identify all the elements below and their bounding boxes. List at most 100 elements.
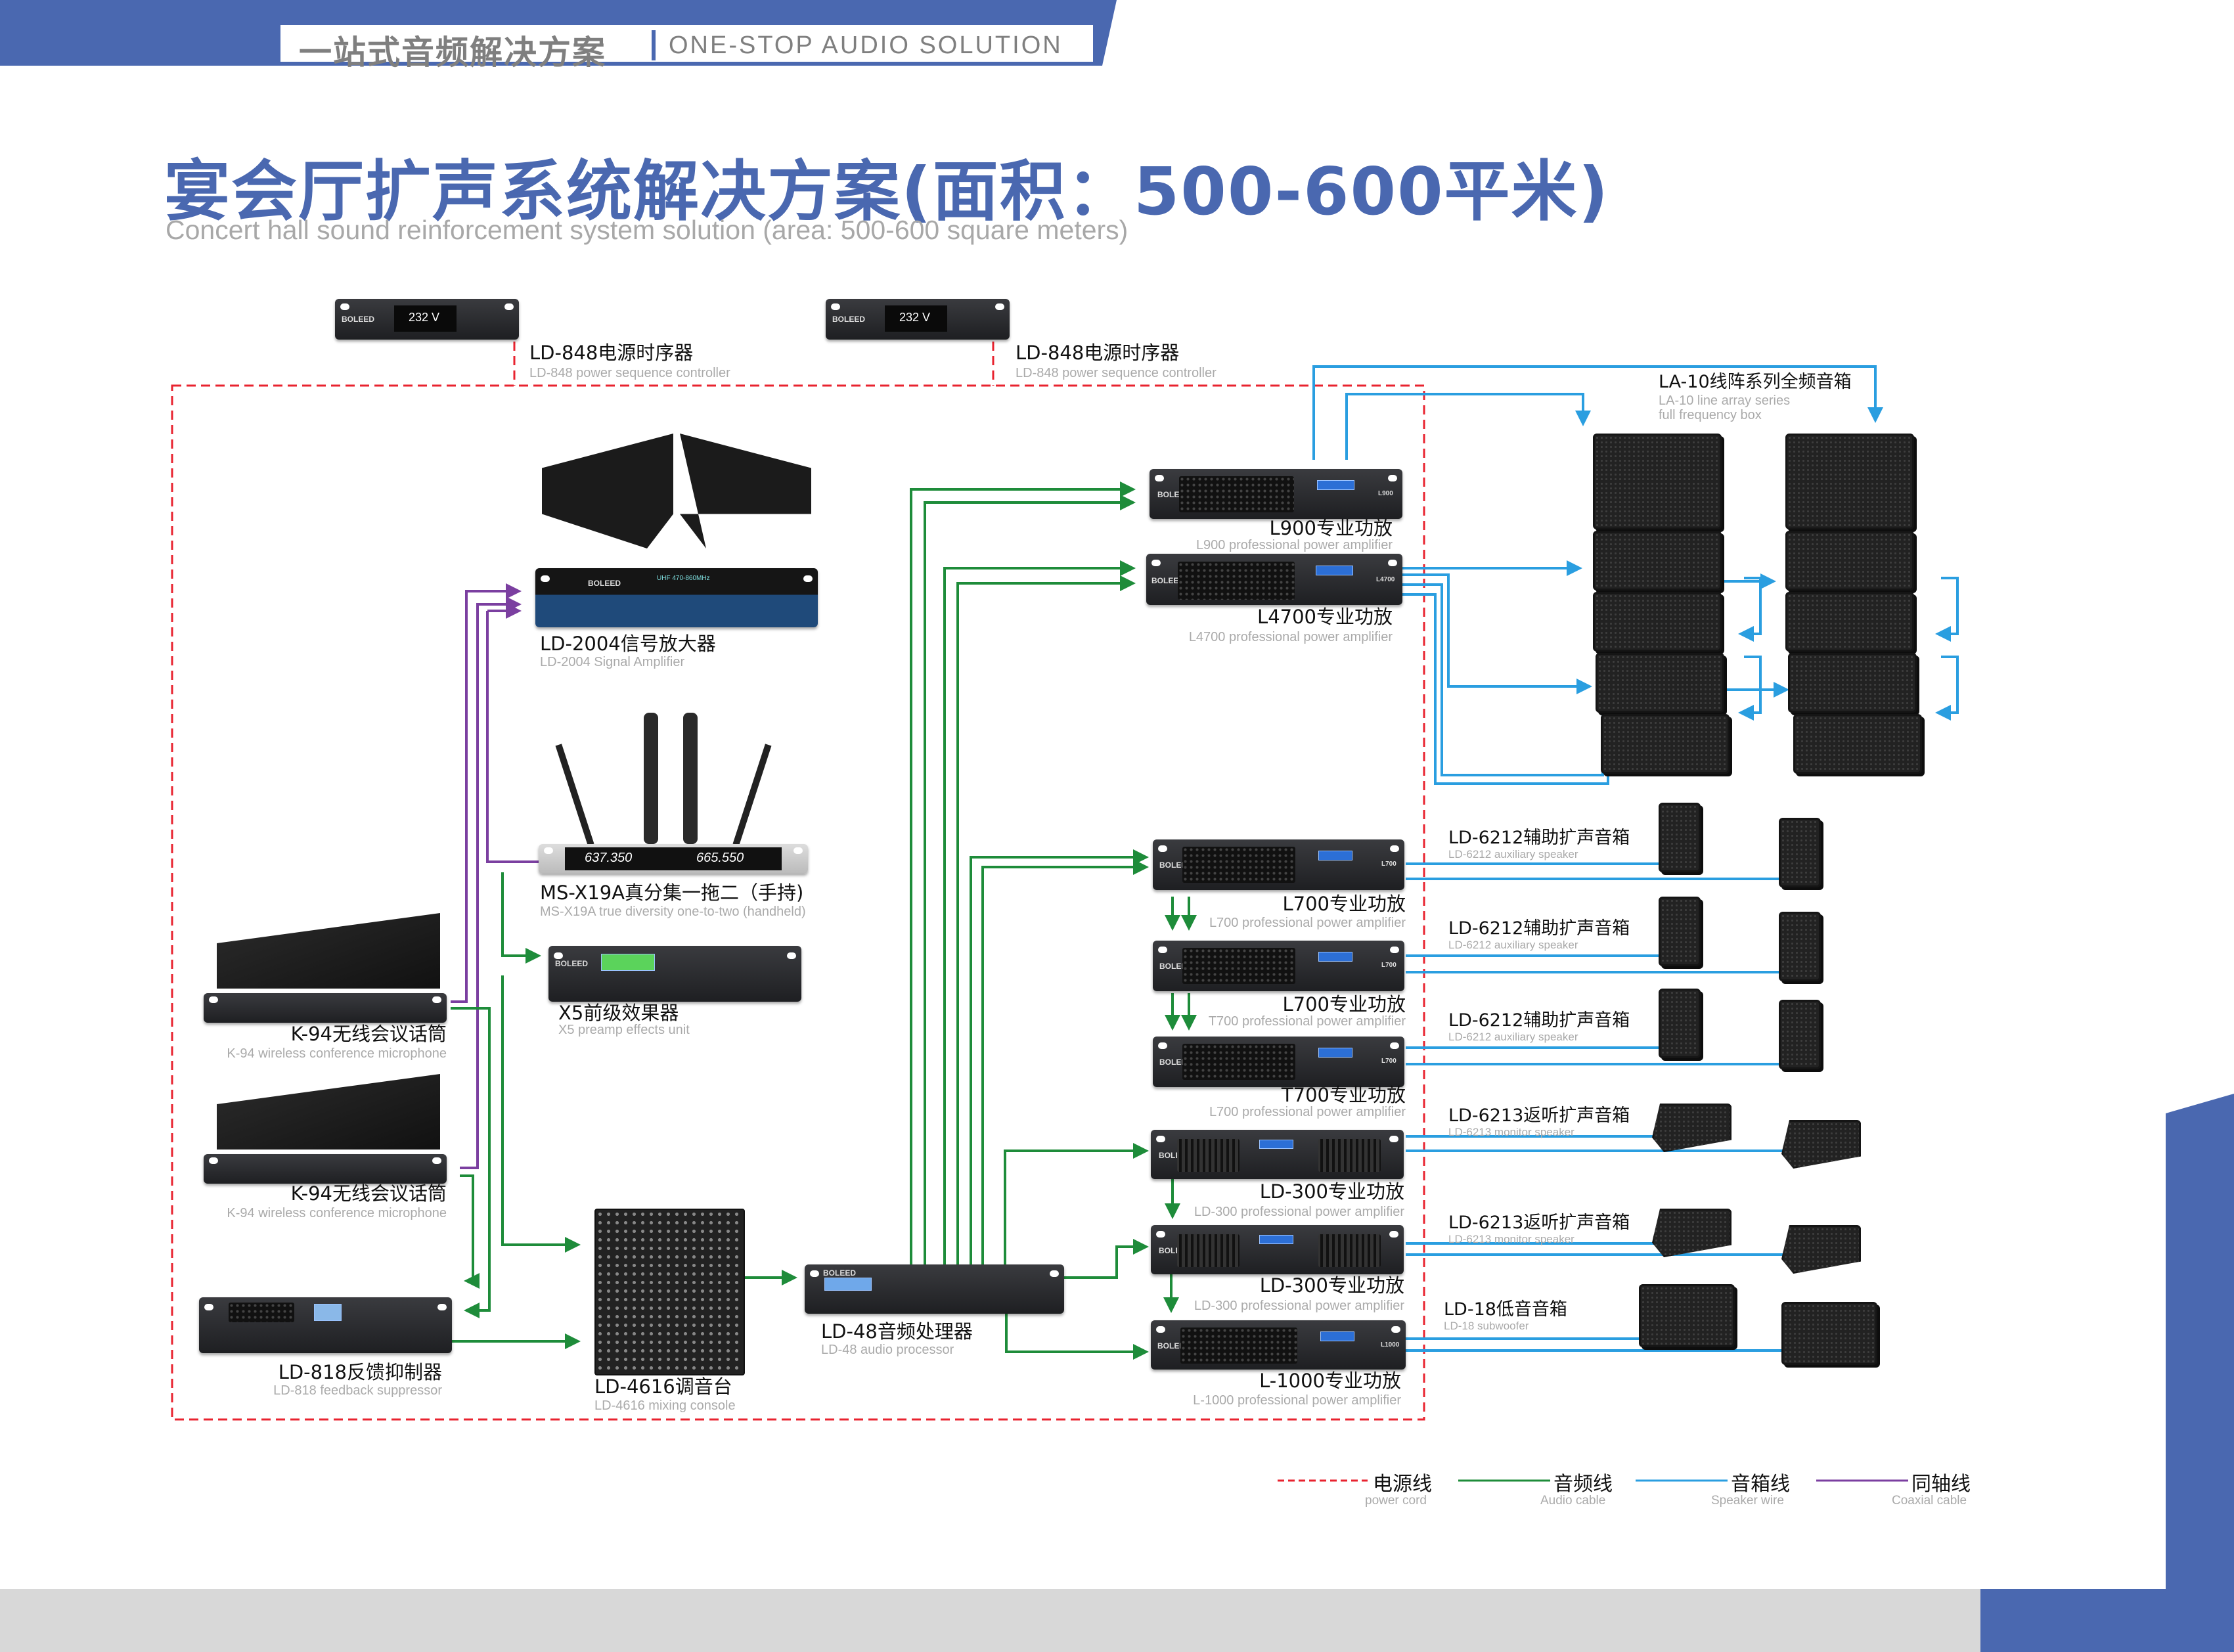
t700-label: T700专业功放 xyxy=(1281,1084,1406,1106)
wireless-label: MS-X19A真分集一拖二（手持) xyxy=(540,882,804,904)
sub-label-en: LD-18 subwoofer xyxy=(1444,1320,1529,1332)
line-array-cabinet xyxy=(1601,714,1730,774)
line-array-cabinet xyxy=(1593,592,1722,652)
footer-accent xyxy=(1980,1589,2234,1652)
la10-label: LA-10线阵系列全频音箱 xyxy=(1659,372,1852,392)
legend-coaxial-cable: 同轴线 xyxy=(1911,1473,1971,1496)
l1000-device: BOLEED L1000 xyxy=(1151,1320,1406,1370)
handheld-mic-icon xyxy=(644,713,658,844)
page-title: 宴会厅扩声系统解决方案(面积：500-600平米) xyxy=(164,153,1610,230)
k94b-device xyxy=(204,1154,447,1184)
header-divider xyxy=(652,30,656,60)
ld818-label-en: LD-818 feedback suppressor xyxy=(273,1383,442,1398)
aux-speaker xyxy=(1659,803,1701,872)
la10-left-array xyxy=(1593,434,1730,774)
mon1-label: LD-6213返听扩声音箱 xyxy=(1448,1105,1630,1126)
seq1-voltage: 232 V xyxy=(409,311,440,324)
seq1-label-en: LD-848 power sequence controller xyxy=(529,366,730,380)
aux2-label: LD-6212辅助扩声音箱 xyxy=(1448,918,1630,939)
line-array-cabinet xyxy=(1593,531,1722,591)
line-array-cabinet xyxy=(1785,434,1914,529)
ld300a-device: BOLEED xyxy=(1151,1130,1404,1179)
k94b-label-en: K-94 wireless conference microphone xyxy=(227,1206,447,1220)
wireless-label-en: MS-X19A true diversity one-to-two (handh… xyxy=(540,904,806,919)
legend-audio-cable: 音频线 xyxy=(1553,1473,1613,1496)
k94b-label: K-94无线会议话筒 xyxy=(290,1182,447,1205)
aux-speaker xyxy=(1659,897,1701,966)
line-array-cabinet xyxy=(1785,531,1914,591)
legend-power-cord: 电源线 xyxy=(1373,1473,1432,1496)
sigamp-device: BOLEED UHF 470-860MHz xyxy=(535,568,818,627)
legend-audio-cable-en: Audio cable xyxy=(1540,1494,1606,1507)
header-tagline-en: ONE-STOP AUDIO SOLUTION xyxy=(669,32,1063,59)
legend-speaker-wire: 音箱线 xyxy=(1731,1473,1790,1496)
decor-right-band xyxy=(2166,1094,2234,1593)
dsp-label-en: LD-48 audio processor xyxy=(821,1343,954,1357)
legend-power-cord-en: power cord xyxy=(1365,1494,1427,1507)
seq1-device: BOLEED 232 V xyxy=(335,299,519,340)
aux-speaker xyxy=(1779,1000,1821,1069)
k94a-device xyxy=(204,993,447,1023)
dsp-device: BOLEED xyxy=(805,1264,1064,1314)
audio-cable-lines xyxy=(447,481,1197,1360)
l700a-device: BOLEED L700 xyxy=(1153,839,1404,890)
aux3-label-en: LD-6212 auxiliary speaker xyxy=(1448,1031,1578,1043)
dsp-label: LD-48音频处理器 xyxy=(821,1320,973,1343)
handheld-mic-icon xyxy=(683,713,698,844)
l700a-label: L700专业功放 xyxy=(1282,893,1406,915)
x5-label: X5前级效果器 xyxy=(558,1002,679,1024)
seq1-label: LD-848电源时序器 xyxy=(529,342,694,364)
page-subtitle: Concert hall sound reinforcement system … xyxy=(166,215,1128,245)
la10-right-array xyxy=(1785,434,1922,774)
aux3-label: LD-6212辅助扩声音箱 xyxy=(1448,1010,1630,1031)
ld300a-label-en: LD-300 professional power amplifier xyxy=(1194,1205,1404,1219)
l700b-label-en: T700 professional power amplifier xyxy=(1208,1014,1406,1029)
sigamp-label-en: LD-2004 Signal Amplifier xyxy=(540,655,685,669)
l4700-device: BOLEED L4700 xyxy=(1146,554,1402,605)
coaxial-lines xyxy=(451,583,545,1169)
footer-band xyxy=(0,1589,1980,1652)
aux1-label-en: LD-6212 auxiliary speaker xyxy=(1448,848,1578,860)
subwoofer xyxy=(1781,1302,1877,1365)
mon2-label: LD-6213返听扩声音箱 xyxy=(1448,1213,1630,1233)
header-box xyxy=(280,25,1093,62)
ld818-label: LD-818反馈抑制器 xyxy=(278,1361,442,1383)
aux2-label-en: LD-6212 auxiliary speaker xyxy=(1448,939,1578,951)
ld300a-label: LD-300专业功放 xyxy=(1259,1180,1404,1203)
mon1-label-en: LD-6213 monitor speaker xyxy=(1448,1126,1575,1138)
aux-speaker xyxy=(1779,818,1821,887)
t700-device: BOLEED L700 xyxy=(1153,1037,1404,1087)
l900-device: BOLEED L900 xyxy=(1150,469,1402,519)
mixer-label: LD-4616调音台 xyxy=(594,1375,732,1398)
ld818-device xyxy=(199,1297,452,1353)
mon2-label-en: LD-6213 monitor speaker xyxy=(1448,1233,1575,1245)
k94a-label: K-94无线会议话筒 xyxy=(290,1023,447,1045)
l4700-label: L4700专业功放 xyxy=(1257,606,1393,628)
legend-coaxial-cable-en: Coaxial cable xyxy=(1892,1494,1967,1507)
power-cord-lines xyxy=(171,342,1425,1421)
aux-speaker xyxy=(1779,912,1821,981)
ld300b-label: LD-300专业功放 xyxy=(1259,1274,1404,1297)
header-tagline-cn: 一站式音频解决方案 xyxy=(299,33,606,72)
ld300b-device: BOLEED xyxy=(1151,1225,1404,1274)
aux1-label: LD-6212辅助扩声音箱 xyxy=(1448,828,1630,848)
seq2-device: BOLEED 232 V xyxy=(826,299,1010,340)
line-array-cabinet xyxy=(1788,653,1917,713)
legend-speaker-wire-en: Speaker wire xyxy=(1711,1494,1784,1507)
l1000-label: L-1000专业功放 xyxy=(1259,1370,1401,1392)
l1000-label-en: L-1000 professional power amplifier xyxy=(1193,1393,1401,1408)
k94a-label-en: K-94 wireless conference microphone xyxy=(227,1046,447,1061)
seq2-label: LD-848电源时序器 xyxy=(1016,342,1180,364)
t700-label-en: L700 professional power amplifier xyxy=(1209,1105,1406,1119)
l4700-label-en: L4700 professional power amplifier xyxy=(1188,630,1393,644)
seq2-voltage: 232 V xyxy=(899,311,931,324)
l900-label: L900专业功放 xyxy=(1269,517,1393,539)
sigamp-label: LD-2004信号放大器 xyxy=(540,633,716,655)
seq2-label-en: LD-848 power sequence controller xyxy=(1016,366,1217,380)
l700a-label-en: L700 professional power amplifier xyxy=(1209,916,1406,930)
line-array-cabinet xyxy=(1785,592,1914,652)
line-array-cabinet xyxy=(1593,434,1722,529)
subwoofer xyxy=(1639,1284,1735,1347)
l700b-device: BOLEED L700 xyxy=(1153,941,1404,991)
